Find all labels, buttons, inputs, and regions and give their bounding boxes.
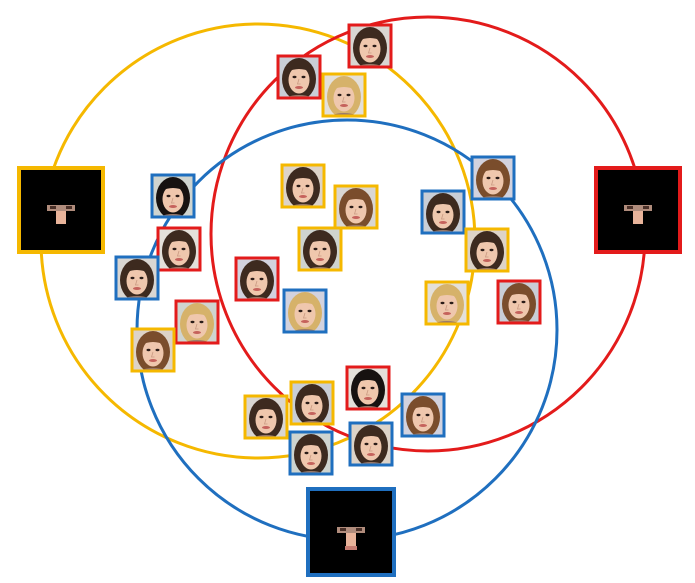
- face-thumbnail: [280, 163, 326, 209]
- face-frame: [280, 163, 326, 209]
- face-thumbnail: [276, 54, 322, 100]
- eye-icon: [627, 206, 633, 209]
- face-thumbnail: [174, 299, 220, 345]
- face-thumbnail: [345, 365, 391, 411]
- face-thumbnail: [150, 173, 196, 219]
- red-mask-panel: [594, 166, 682, 254]
- nose-patch-icon: [56, 211, 66, 224]
- face-thumbnail: [234, 256, 280, 302]
- face-thumbnail: [288, 430, 334, 476]
- yellow-mask-panel: [17, 166, 105, 254]
- face-frame: [289, 380, 335, 426]
- face-frame: [234, 256, 280, 302]
- face-thumbnail: [114, 255, 160, 301]
- eye-icon: [340, 528, 346, 531]
- face-thumbnail: [333, 184, 379, 230]
- eyes-patch-icon: [624, 205, 652, 211]
- face-frame: [282, 288, 328, 334]
- mouth-patch-icon: [345, 546, 357, 550]
- eye-icon: [50, 206, 56, 209]
- face-frame: [470, 155, 516, 201]
- face-frame: [156, 226, 202, 272]
- face-frame: [400, 392, 446, 438]
- face-thumbnail: [464, 227, 510, 273]
- face-thumbnail: [156, 226, 202, 272]
- face-frame: [424, 280, 470, 326]
- face-thumbnail: [321, 72, 367, 118]
- face-thumbnail: [130, 327, 176, 373]
- face-frame: [420, 189, 466, 235]
- face-frame: [288, 430, 334, 476]
- eye-icon: [66, 206, 72, 209]
- face-frame: [496, 279, 542, 325]
- nose-patch-icon: [633, 211, 643, 224]
- face-frame: [243, 394, 289, 440]
- face-frame: [130, 327, 176, 373]
- face-frame: [276, 54, 322, 100]
- face-thumbnail: [297, 226, 343, 272]
- eye-icon: [643, 206, 649, 209]
- face-frame: [345, 365, 391, 411]
- face-frame: [321, 72, 367, 118]
- face-thumbnail: [289, 380, 335, 426]
- face-thumbnail: [348, 421, 394, 467]
- eye-icon: [356, 528, 362, 531]
- face-thumbnail: [496, 279, 542, 325]
- eyes-patch-icon: [47, 205, 75, 211]
- face-frame: [114, 255, 160, 301]
- face-frame: [464, 227, 510, 273]
- face-thumbnail: [470, 155, 516, 201]
- face-thumbnail: [282, 288, 328, 334]
- eyes-patch-icon: [337, 527, 365, 533]
- face-frame: [347, 23, 393, 69]
- face-thumbnail: [420, 189, 466, 235]
- face-thumbnail: [424, 280, 470, 326]
- face-frame: [348, 421, 394, 467]
- face-thumbnail: [347, 23, 393, 69]
- face-frame: [333, 184, 379, 230]
- face-thumbnail: [243, 394, 289, 440]
- nose-patch-icon: [346, 533, 356, 546]
- face-frame: [297, 226, 343, 272]
- face-thumbnail: [400, 392, 446, 438]
- blue-mask-panel: [306, 487, 396, 577]
- face-frame: [150, 173, 196, 219]
- face-frame: [174, 299, 220, 345]
